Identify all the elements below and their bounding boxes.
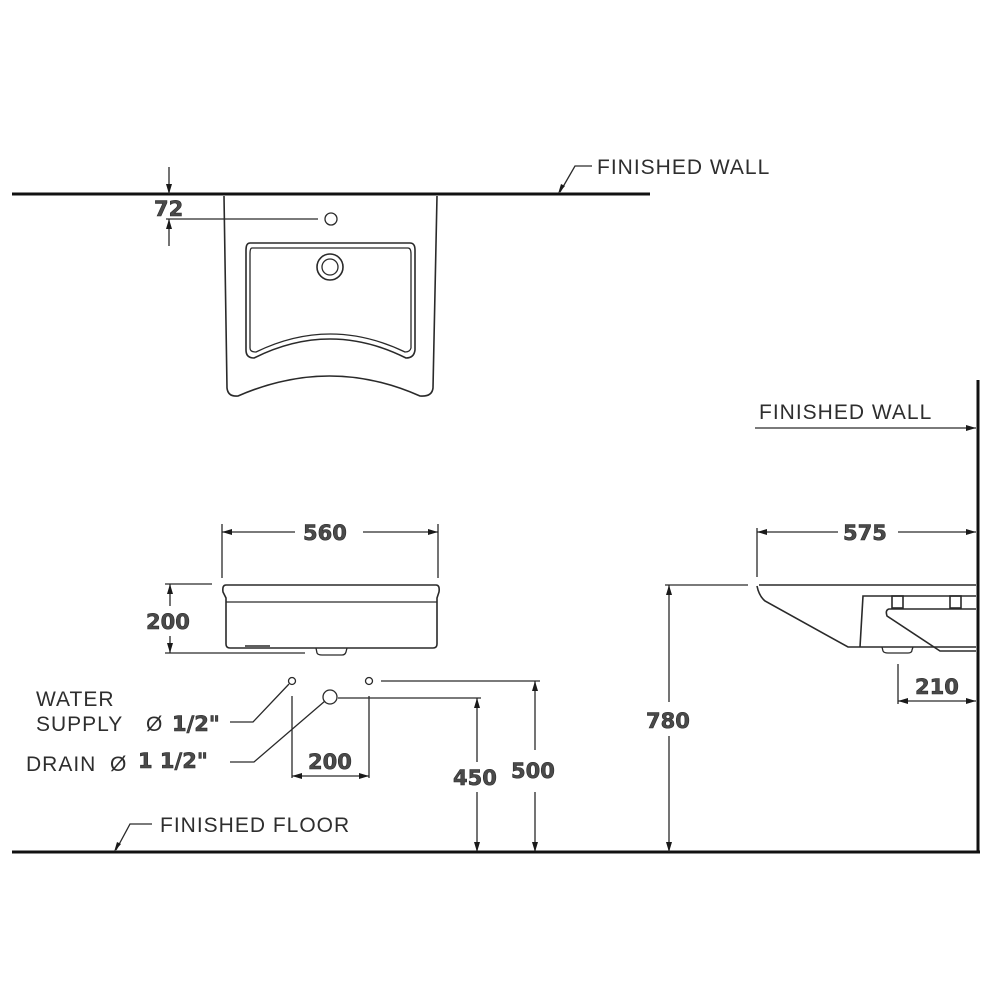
arrow-right-icon <box>359 773 369 779</box>
arrow-right-icon <box>966 698 976 704</box>
arrow-up-icon <box>666 585 672 595</box>
arrow-left-icon <box>292 773 302 779</box>
arrow-right-icon <box>966 529 976 535</box>
side-finished-wall-label: FINISHED WALL <box>759 401 932 424</box>
bracket-lug-2 <box>949 595 962 609</box>
side-waste-outlet <box>881 646 914 654</box>
arrow-up-icon <box>167 584 173 594</box>
top-wall-leader <box>559 165 592 193</box>
basin-plan-outline <box>223 195 438 397</box>
front-elevation: 560 200 200 450 <box>12 521 980 854</box>
side-elevation: FINISHED WALL 575 210 780 <box>646 380 980 853</box>
drain-label: DRAIN <box>26 753 96 776</box>
drain-point-icon <box>322 689 338 705</box>
finished-floor-label: FINISHED FLOOR <box>160 814 350 837</box>
dim-200s-text: 200 <box>308 750 352 774</box>
drain-diameter-icon: Ø <box>110 753 127 776</box>
arrow-down-icon <box>474 842 480 852</box>
supply-label: SUPPLY <box>36 713 123 736</box>
dim-575-text: 575 <box>843 521 887 545</box>
arrow-up-icon <box>166 219 172 229</box>
water-label: WATER <box>36 688 115 711</box>
basin-bowl-outer <box>245 242 416 359</box>
dim-200h-text: 200 <box>146 610 190 634</box>
bracket-lug-1 <box>891 595 904 609</box>
dim-780-text: 780 <box>646 709 690 733</box>
basin-bowl-inner <box>249 247 412 353</box>
arrow-right-icon <box>428 529 438 535</box>
dim-210-text: 210 <box>915 675 959 699</box>
basin-front-outline <box>222 584 440 649</box>
supply-size-text: 1/2" <box>172 712 220 736</box>
arrow-left-icon <box>757 529 767 535</box>
arrow-down-icon <box>166 184 172 194</box>
waste-outlet <box>315 647 348 656</box>
dim-560-text: 560 <box>303 521 347 545</box>
arrow-up-icon <box>474 698 480 708</box>
leader-arrow-icon <box>114 842 121 852</box>
arrow-down-icon <box>666 842 672 852</box>
floor-leader <box>115 823 152 851</box>
leader-arrow-icon <box>558 184 565 194</box>
dim-450-text: 450 <box>453 766 497 790</box>
arrow-down-icon <box>167 643 173 653</box>
top-finished-wall-label: FINISHED WALL <box>597 156 770 179</box>
plan-view: FINISHED WALL 72 <box>12 156 770 397</box>
drain-inner-icon <box>321 258 339 276</box>
supply-diameter-icon: Ø <box>146 713 163 736</box>
water-supply-leader <box>230 683 290 723</box>
water-supply-right-icon <box>364 676 374 686</box>
basin-side-underside <box>756 585 860 648</box>
drain-leader <box>230 700 326 763</box>
tap-hole-icon <box>324 212 338 226</box>
dim-72-text: 72 <box>154 197 183 221</box>
basin-side-pedestal <box>859 595 976 648</box>
arrow-right-icon <box>966 425 976 431</box>
dim-500-text: 500 <box>511 759 555 783</box>
drain-outer-icon <box>316 253 344 281</box>
wall-bracket <box>885 608 976 652</box>
drain-size-text: 1 1/2" <box>138 749 208 773</box>
arrow-left-icon <box>222 529 232 535</box>
arrow-down-icon <box>532 842 538 852</box>
arrow-left-icon <box>898 698 908 704</box>
arrow-up-icon <box>532 681 538 691</box>
water-supply-left-icon <box>287 676 297 686</box>
